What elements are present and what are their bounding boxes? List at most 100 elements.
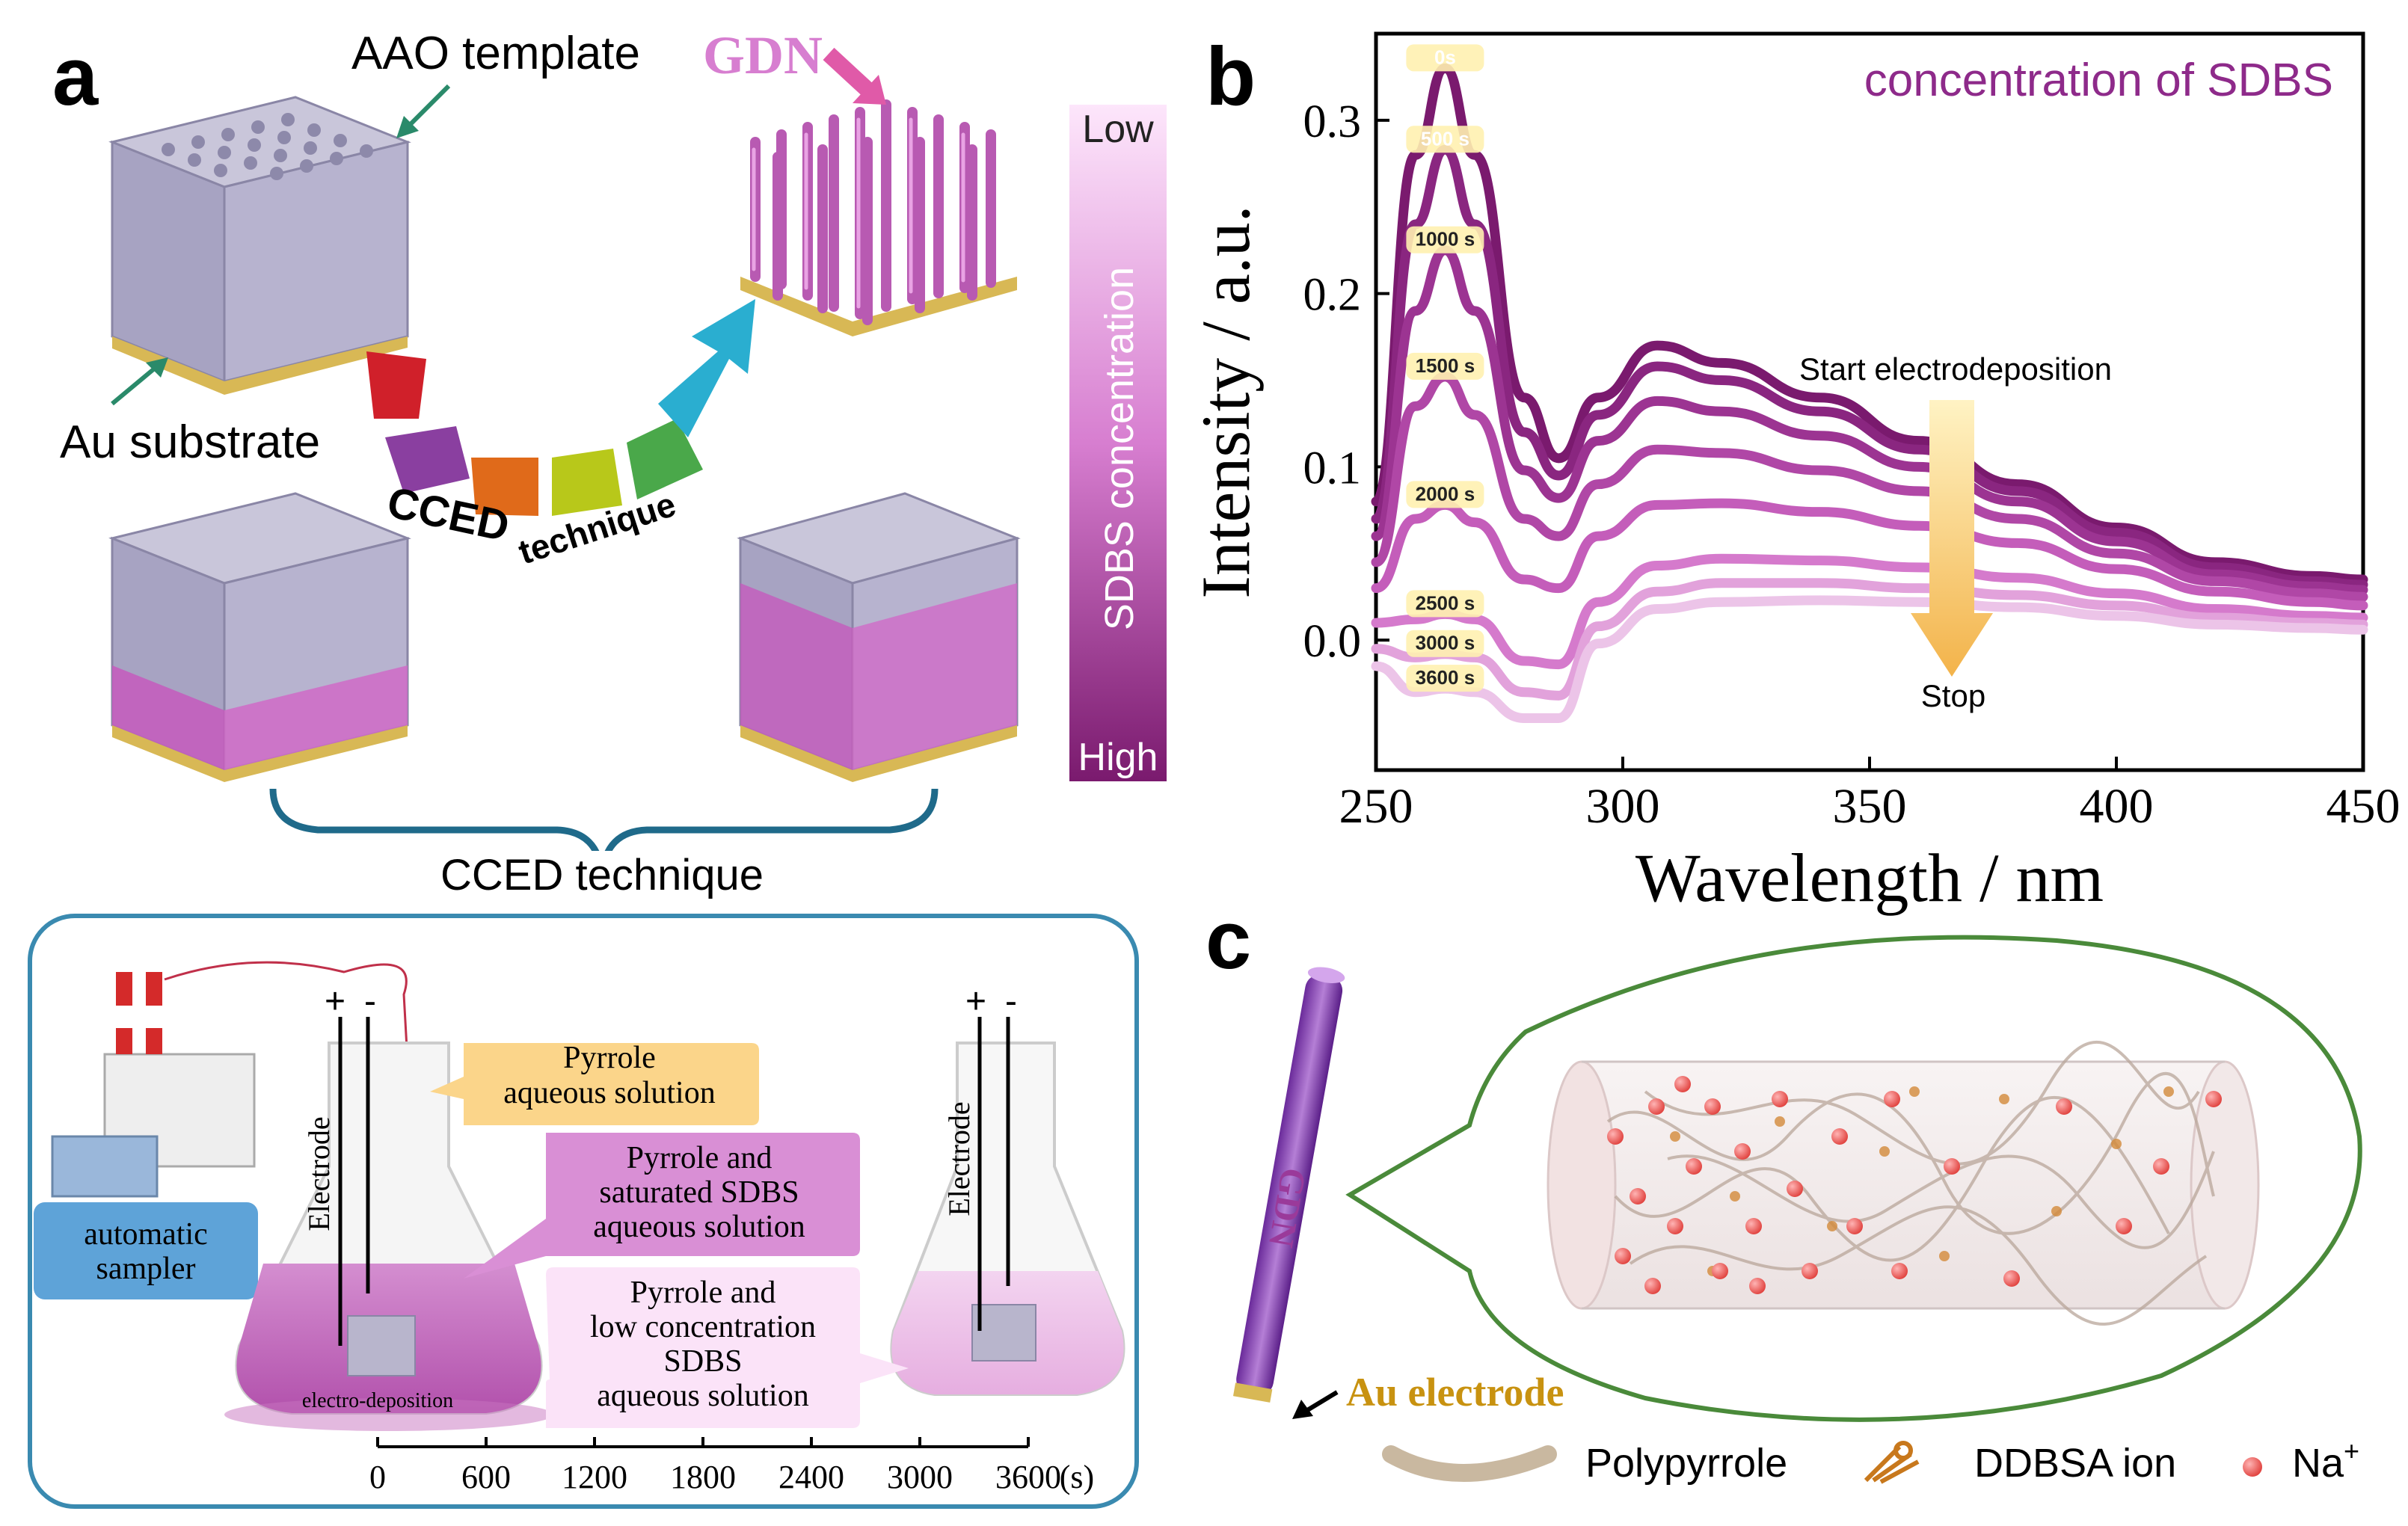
low-line-4: aqueous solution	[597, 1379, 808, 1413]
nanowire-cylinder	[1547, 1040, 2260, 1326]
series-tag-bg	[1406, 481, 1484, 508]
pyrrole-callout	[430, 1043, 759, 1125]
low-line-1: Pyrrole and	[630, 1276, 776, 1310]
time-tick-label: 3000	[887, 1459, 953, 1495]
time-tick-label: 1800	[670, 1459, 736, 1495]
series-tag-bg	[1406, 126, 1484, 153]
saturated-callout	[464, 1133, 860, 1279]
au-pointer-arrow	[111, 364, 159, 406]
au-electrode-label: Au electrode	[1346, 1370, 1564, 1415]
setup-box	[28, 914, 1139, 1509]
chart-legend-title: concentration of SDBS	[1864, 55, 2333, 106]
time-tick-label: 0	[369, 1459, 386, 1495]
series-tag-bg	[1406, 226, 1484, 253]
gradient-high-label: High	[1078, 736, 1158, 779]
na-ion-icon	[2243, 1457, 2262, 1477]
gdn-pointer-arrow	[823, 47, 873, 96]
sampler-box	[34, 1202, 258, 1299]
time-tick-label: 2400	[778, 1459, 844, 1495]
ddbsa-label: DDBSA ion	[1974, 1441, 2176, 1486]
gdn-rod-label: GDN	[1261, 1165, 1314, 1251]
y-tick-label: 0.2	[1303, 270, 1362, 321]
plus-label-1: +	[325, 982, 345, 1021]
gradient-title: SDBS concentration	[1097, 267, 1142, 630]
series-line	[1371, 245, 2368, 595]
y-tick-label: 0.0	[1303, 616, 1362, 667]
series-tag: 500 s	[1421, 127, 1469, 150]
aao-pointer-arrow	[405, 84, 451, 129]
arrow-down	[1911, 400, 1993, 677]
gradient-low-label: Low	[1082, 108, 1154, 151]
low-line-3: SDBS	[663, 1344, 742, 1379]
polypyrrole-icon	[1382, 1445, 1557, 1482]
series-tag-bg	[1406, 352, 1484, 380]
y-tick-label: 0.3	[1303, 96, 1362, 147]
panel-c-letter: c	[1205, 894, 1251, 986]
series-tag: 1500 s	[1416, 354, 1475, 377]
au-electrode-arrow	[1303, 1390, 1339, 1414]
series-tag-bg	[1406, 630, 1484, 657]
pyrrole-line-2: aqueous solution	[503, 1076, 715, 1110]
series-tag: 1000 s	[1416, 228, 1475, 250]
time-tick-label: 1200	[562, 1459, 627, 1495]
x-tick-label: 450	[2326, 779, 2401, 834]
saturated-line-1: Pyrrole and	[627, 1141, 773, 1175]
x-tick-label: 250	[1339, 779, 1413, 834]
start-label: Start electrodeposition	[1799, 351, 2112, 387]
series-tag: 0s	[1434, 46, 1456, 68]
electrodeposition-label: electro-deposition	[302, 1389, 453, 1412]
saturated-line-3: aqueous solution	[593, 1210, 805, 1244]
au-substrate-label: Au substrate	[60, 416, 320, 468]
pyrrole-line-1: Pyrrole	[563, 1041, 656, 1075]
gdn-rod	[1232, 967, 1345, 1403]
minus-label-1: -	[364, 982, 376, 1021]
series-line	[1371, 595, 2368, 723]
saturated-line-2: saturated SDBS	[599, 1175, 799, 1210]
flask-saturated	[224, 1042, 553, 1431]
series-tag-bg	[1406, 44, 1484, 72]
gdn-label: GDN	[703, 25, 823, 85]
timeline-unit: (s)	[1060, 1459, 1094, 1495]
panel-a: a	[28, 25, 1167, 1509]
time-tick-label: 600	[461, 1459, 511, 1495]
series-tag-bg	[1406, 590, 1484, 618]
series-line	[1371, 63, 2368, 585]
series-tag: 3000 s	[1416, 632, 1475, 654]
automatic-sampler-device	[51, 961, 420, 1198]
x-tick-label: 400	[2080, 779, 2154, 834]
sdbs-gradient-bar	[1069, 105, 1167, 781]
x-tick-label: 350	[1833, 779, 1907, 834]
low-callout	[546, 1267, 909, 1428]
x-axis-label: Wavelength / nm	[1635, 840, 2104, 916]
x-tick-label: 300	[1586, 779, 1660, 834]
minus-label-2: -	[1005, 982, 1017, 1021]
series-tag-bg	[1406, 665, 1484, 692]
series-line	[1371, 498, 2368, 611]
cced-arc: CCED technique	[366, 299, 755, 572]
ddbsa-icon	[1864, 1441, 1920, 1484]
series-tag: 2500 s	[1416, 591, 1475, 614]
sampler-line-1: automatic	[84, 1217, 208, 1252]
panel-c: c GDN Au electrode	[1205, 894, 2362, 1486]
partial-fill-block-left	[108, 492, 411, 782]
brace-label: CCED technique	[440, 851, 764, 899]
electrode-label-2: Electrode	[942, 1101, 976, 1216]
series-tag: 2000 s	[1416, 482, 1475, 505]
series-line	[1371, 372, 2368, 602]
series-line	[1371, 578, 2368, 701]
panel-b-letter: b	[1205, 31, 1256, 123]
sampler-line-2: sampler	[96, 1252, 196, 1286]
series-line	[1371, 553, 2368, 670]
y-axis-label: Intensity / a.u.	[1188, 205, 1264, 598]
aao-template-block	[108, 96, 411, 395]
partial-fill-block-right	[737, 492, 1021, 782]
series-tag: 3600 s	[1416, 666, 1475, 689]
stop-label: Stop	[1921, 678, 1985, 713]
gdn-nanowire-block	[740, 99, 1017, 336]
na-label: Na+	[2292, 1436, 2359, 1486]
aao-template-label: AAO template	[351, 28, 640, 79]
